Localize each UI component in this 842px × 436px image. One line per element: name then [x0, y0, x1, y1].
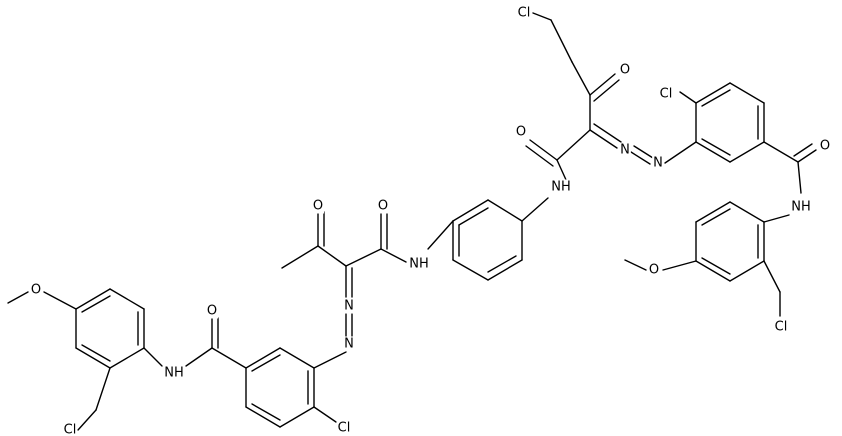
atom-label-o-right-methoxy: O: [649, 263, 659, 278]
atom-label-backdrops: [29, 5, 832, 436]
bond-lines: [7, 12, 817, 431]
atom-label-backdrop: [658, 86, 674, 102]
atom-label-o-left-amide: O: [378, 199, 388, 214]
atom-label-backdrop: [652, 155, 664, 171]
atom-label-backdrop: [205, 303, 219, 319]
atom-label-backdrop: [62, 422, 78, 436]
atom-label-backdrop: [311, 198, 325, 214]
atom-label-n-right-azo-b: N: [653, 156, 663, 171]
atom-label-backdrop: [29, 282, 43, 298]
atom-label-cl-left-aryl: Cl: [338, 421, 351, 436]
atom-label-backdrop: [336, 420, 352, 436]
atom-label-backdrop: [647, 262, 661, 278]
atom-label-cl-left-benzyl: Cl: [64, 423, 77, 436]
atom-label-backdrop: [516, 5, 532, 21]
atom-label-nh-right-amide: NH: [791, 200, 811, 215]
atom-label-nh-left-amide: NH: [409, 257, 429, 272]
atom-label-backdrop: [619, 142, 631, 158]
atom-label-backdrop: [618, 62, 632, 78]
atom-label-nh-right-anilide: NH: [551, 180, 571, 195]
atom-label-o-right-amide-carbonyl: O: [820, 139, 830, 154]
atom-label-o-right-ketone: O: [620, 63, 630, 78]
atom-label-cl-right-chain: Cl: [518, 6, 531, 21]
atom-label-n-right-azo-a: N: [620, 143, 630, 158]
atom-label-backdrop: [790, 199, 812, 215]
atom-label-backdrop: [163, 365, 185, 381]
atom-label-backdrop: [514, 124, 528, 140]
atom-label-n-left-azo-a: N: [344, 299, 354, 314]
atom-labels: Cl O Cl O N N NH O NH O Cl O O NH N N O …: [31, 6, 830, 436]
atom-label-o-left-methoxy: O: [31, 283, 41, 298]
atom-label-backdrop: [408, 256, 430, 272]
atom-label-nh-left-anilide: NH: [164, 366, 184, 381]
atom-label-cl-right-aryl: Cl: [660, 87, 673, 102]
atom-label-backdrop: [376, 198, 390, 214]
atom-label-cl-right-benzyl: Cl: [775, 320, 788, 335]
atom-label-n-left-azo-b: N: [344, 337, 354, 352]
atom-label-o-left-ketone: O: [313, 199, 323, 214]
atom-label-backdrop: [773, 319, 789, 335]
atom-label-o-left-anilide-carbonyl: O: [207, 304, 217, 319]
atom-label-backdrop: [343, 336, 355, 352]
atom-label-backdrop: [818, 138, 832, 154]
atom-label-backdrop: [550, 179, 572, 195]
atom-label-backdrop: [343, 298, 355, 314]
atom-label-o-right-amide: O: [516, 125, 526, 140]
